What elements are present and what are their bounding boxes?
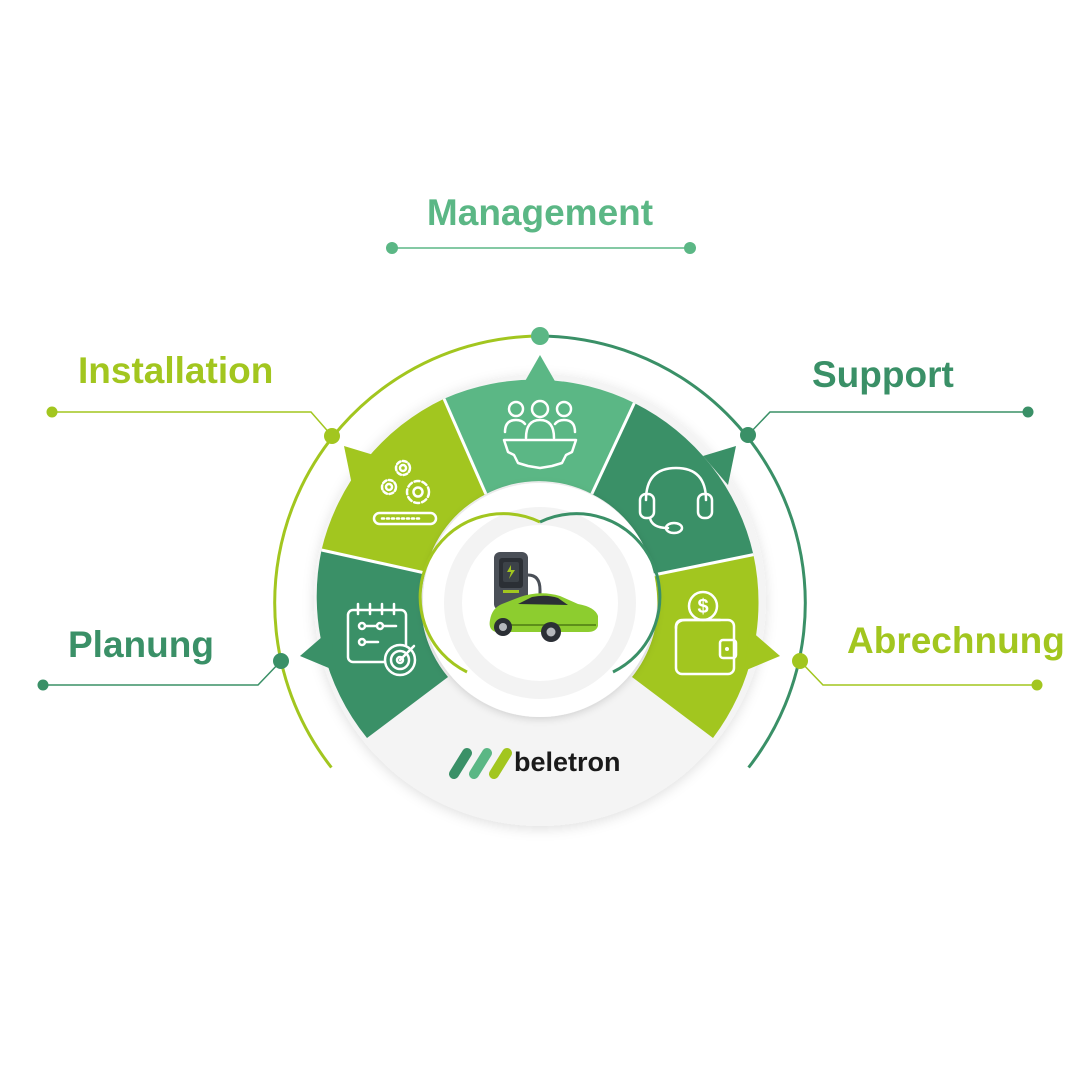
wallet-dollar-icon: $ <box>674 590 738 676</box>
label-installation: Installation <box>78 350 274 391</box>
segment-management[interactable] <box>444 379 635 495</box>
segment-support[interactable] <box>591 403 754 575</box>
arrow-planung <box>300 630 336 671</box>
segment-abrechnung[interactable] <box>632 554 759 738</box>
arrow-installation <box>344 446 377 485</box>
arrow-abrechnung <box>744 630 780 671</box>
segment-separators <box>321 398 754 577</box>
top-node <box>531 327 549 345</box>
svg-text:$: $ <box>697 596 708 618</box>
headset-icon <box>638 466 714 535</box>
team-meeting-gear-icon <box>502 399 578 470</box>
inner-arc-right <box>539 512 662 674</box>
connector-support <box>740 406 1034 443</box>
connector-installation <box>46 406 340 444</box>
outer-arc-right <box>539 334 807 769</box>
segment-planung[interactable] <box>316 550 448 738</box>
connector-abrechnung <box>792 653 1043 691</box>
inner-arc-left <box>418 512 541 674</box>
arrow-support <box>703 446 736 485</box>
outer-arc-left <box>273 334 541 769</box>
label-abrechnung: Abrechnung <box>847 620 1065 661</box>
label-support: Support <box>812 354 954 395</box>
beletron-logo-icon <box>449 748 512 779</box>
segment-installation[interactable] <box>321 398 486 573</box>
gears-progress-icon <box>372 459 438 526</box>
connector-management <box>386 242 696 254</box>
plan-target-icon <box>346 602 417 677</box>
ev-charging-car-icon <box>489 552 598 642</box>
brand-name: beletron <box>514 747 621 777</box>
label-management: Management <box>426 192 654 233</box>
connector-planung <box>37 653 289 691</box>
arrow-management <box>520 355 560 390</box>
label-planung: Planung <box>68 624 214 665</box>
